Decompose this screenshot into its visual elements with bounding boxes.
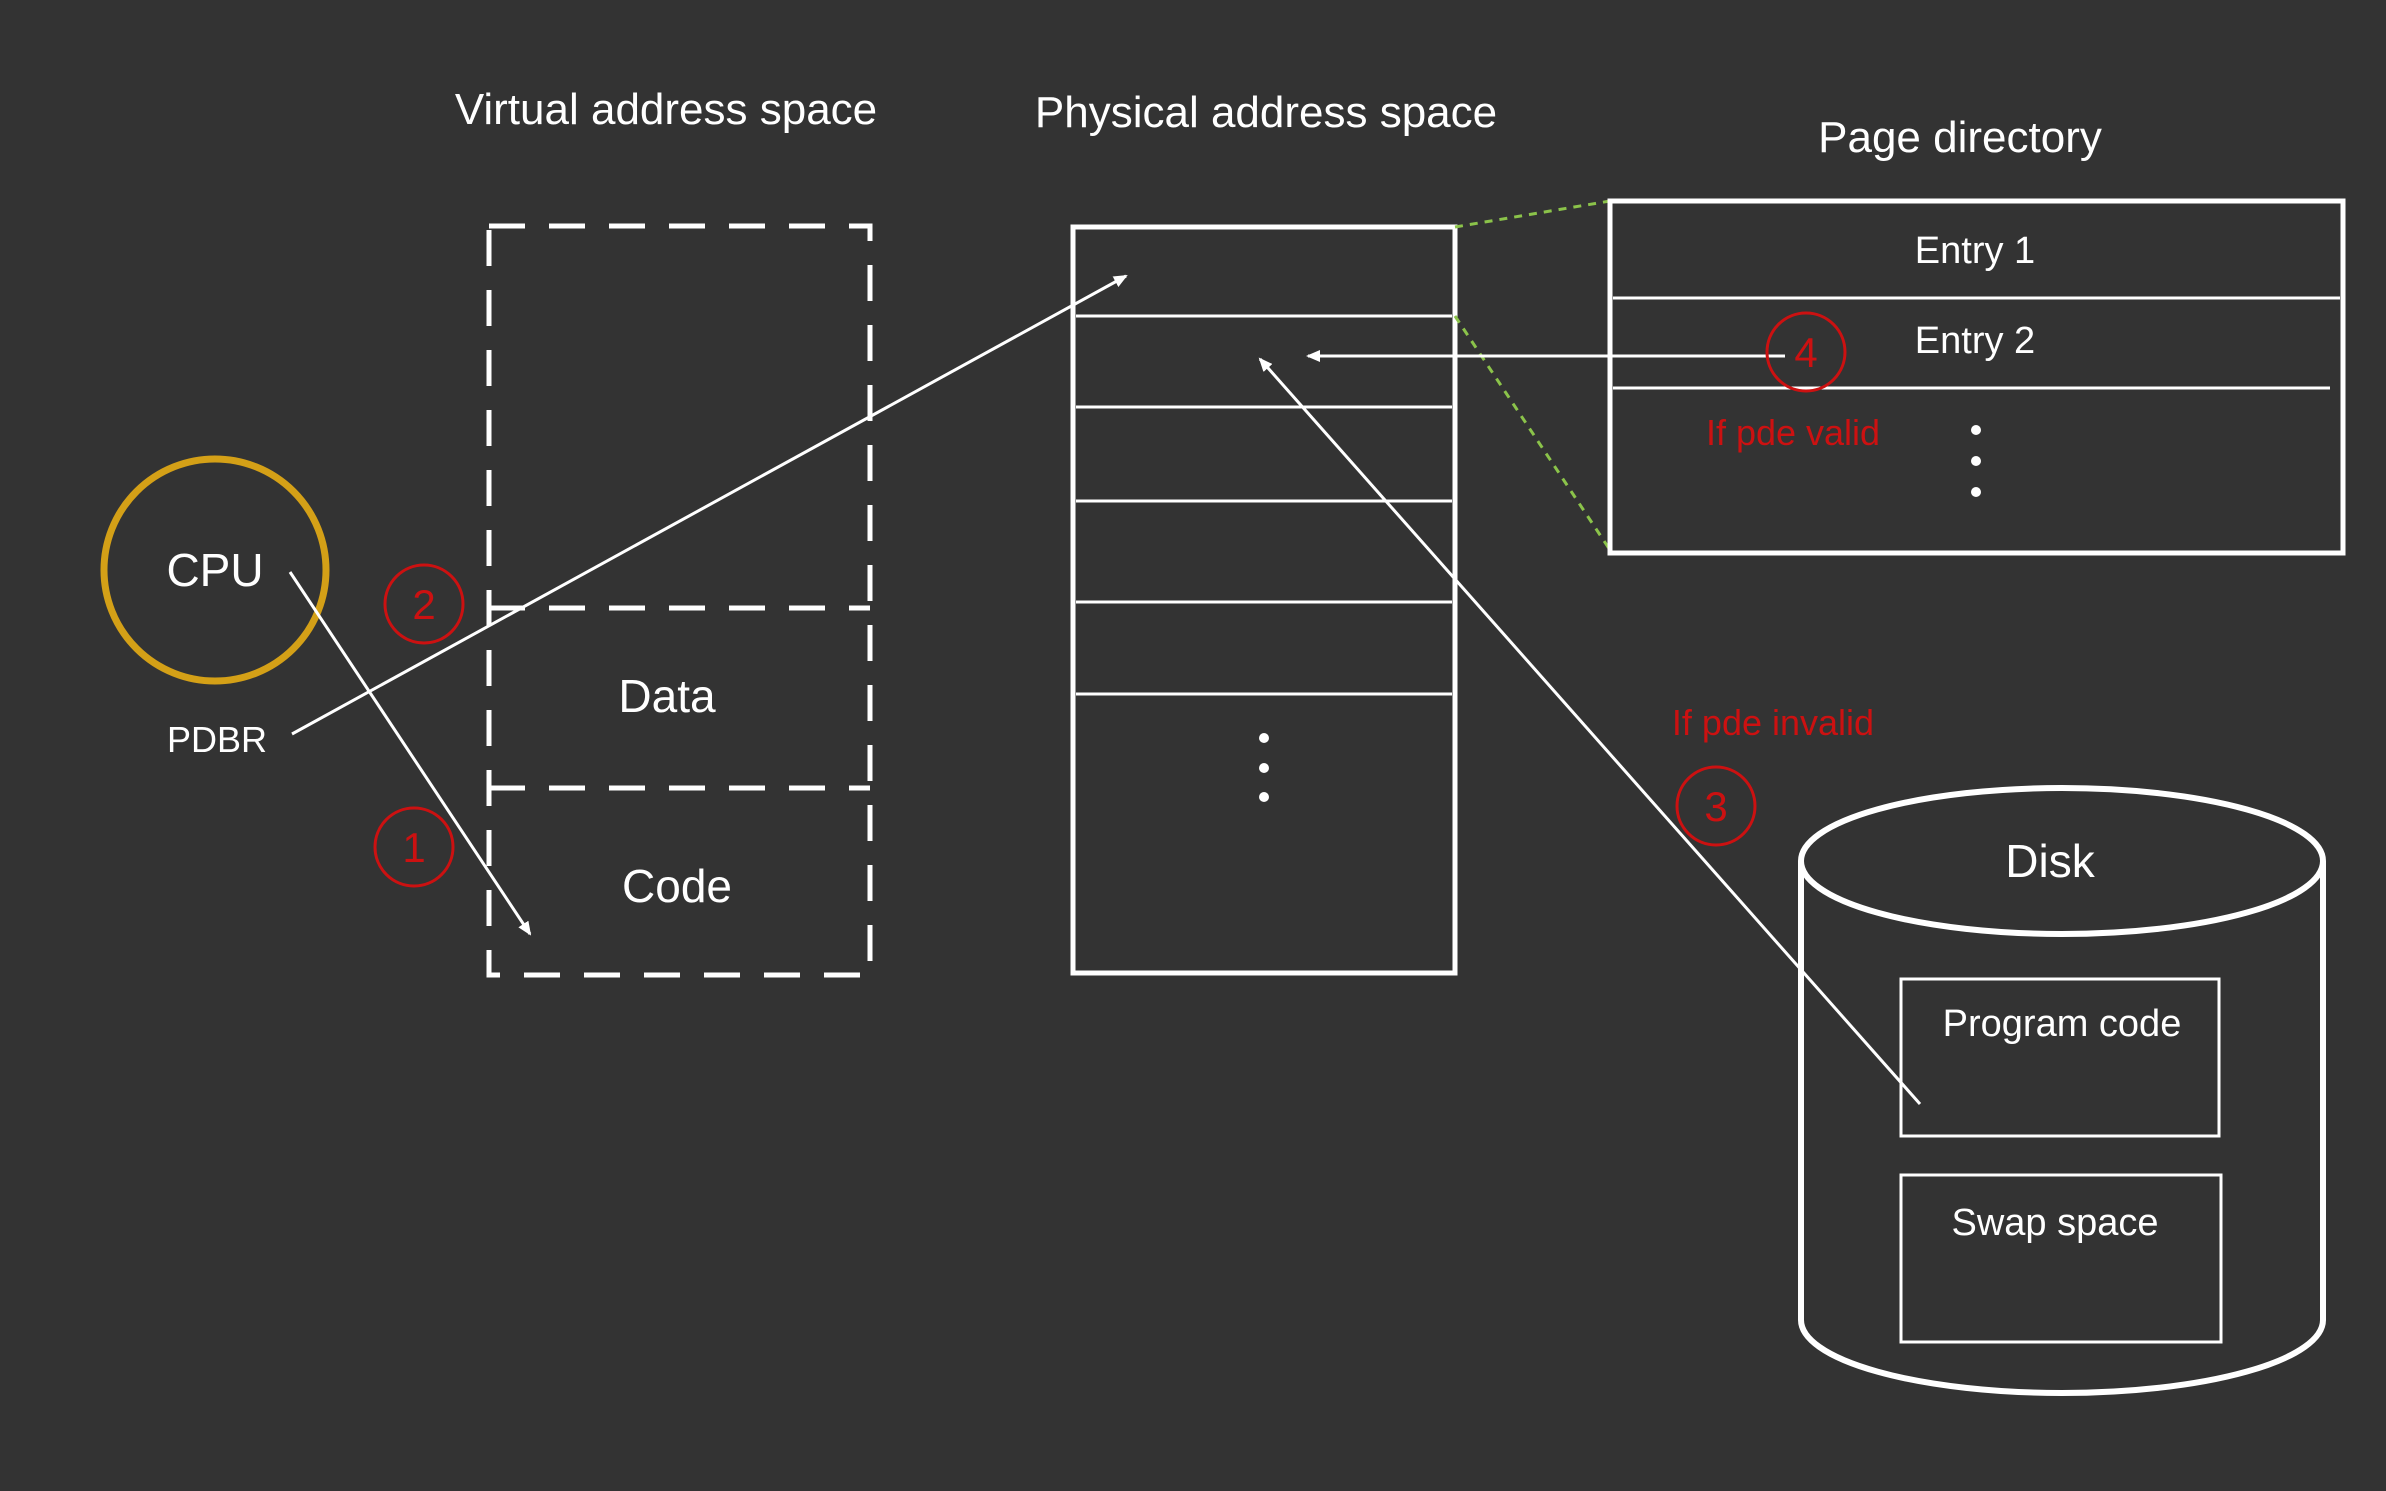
- step-2-label: 2: [412, 581, 435, 628]
- cpu-ring: [100, 455, 330, 685]
- disk-regions: [1899, 977, 2223, 1344]
- step-1-label: 1: [402, 824, 425, 871]
- heading-physical-address-space: Physical address space: [1035, 88, 1497, 137]
- arrow-pdbr-to-physical: [291, 274, 1128, 736]
- cpu: CPU PDBR: [100, 455, 330, 760]
- vertical-ellipsis-icon: [1971, 425, 1981, 497]
- disk-title: Disk: [2005, 835, 2095, 887]
- arrow-cpu-to-code: [288, 571, 532, 936]
- virtual-code-label: Code: [622, 860, 732, 912]
- physical-space-outline: [1070, 224, 1458, 976]
- step-1-ring: [373, 806, 455, 888]
- step-3-label: 3: [1704, 783, 1727, 830]
- program-code-box: [1899, 977, 2221, 1138]
- step-3-ring: [1675, 765, 1757, 847]
- step-4-label: 4: [1794, 329, 1817, 376]
- disk-bottom: [1798, 1319, 2326, 1396]
- arrow-disk-to-physical: [1258, 357, 1922, 1105]
- step-2-ring: [383, 563, 465, 645]
- virtual-address-space: [486, 223, 873, 978]
- disk: [1798, 785, 2326, 1396]
- physical-address-space: [1070, 224, 1458, 976]
- virtual-space-outline: [486, 223, 873, 978]
- pdbr-label: PDBR: [167, 719, 267, 760]
- swap-space-box: [1899, 1173, 2223, 1344]
- page-directory: [1607, 198, 2346, 556]
- page-directory-entry-2: Entry 2: [1915, 320, 2035, 362]
- pde-invalid-note: If pde invalid: [1672, 702, 1874, 743]
- step-markers: 1 2 3 4: [373, 311, 1847, 888]
- step-4-ring: [1765, 311, 1847, 393]
- pde-valid-note: If pde valid: [1706, 412, 1880, 453]
- arrows: [288, 274, 1922, 1105]
- page-directory-outline: [1607, 198, 2346, 556]
- cpu-label: CPU: [166, 544, 263, 596]
- program-code-label: Program code: [1943, 1003, 2182, 1045]
- heading-virtual-address-space: Virtual address space: [455, 85, 877, 134]
- swap-space-label: Swap space: [1951, 1202, 2158, 1244]
- heading-page-directory: Page directory: [1818, 113, 2102, 162]
- vertical-ellipsis-icon: [1259, 733, 1269, 802]
- page-directory-entry-1: Entry 1: [1915, 230, 2035, 272]
- virtual-data-label: Data: [618, 670, 716, 722]
